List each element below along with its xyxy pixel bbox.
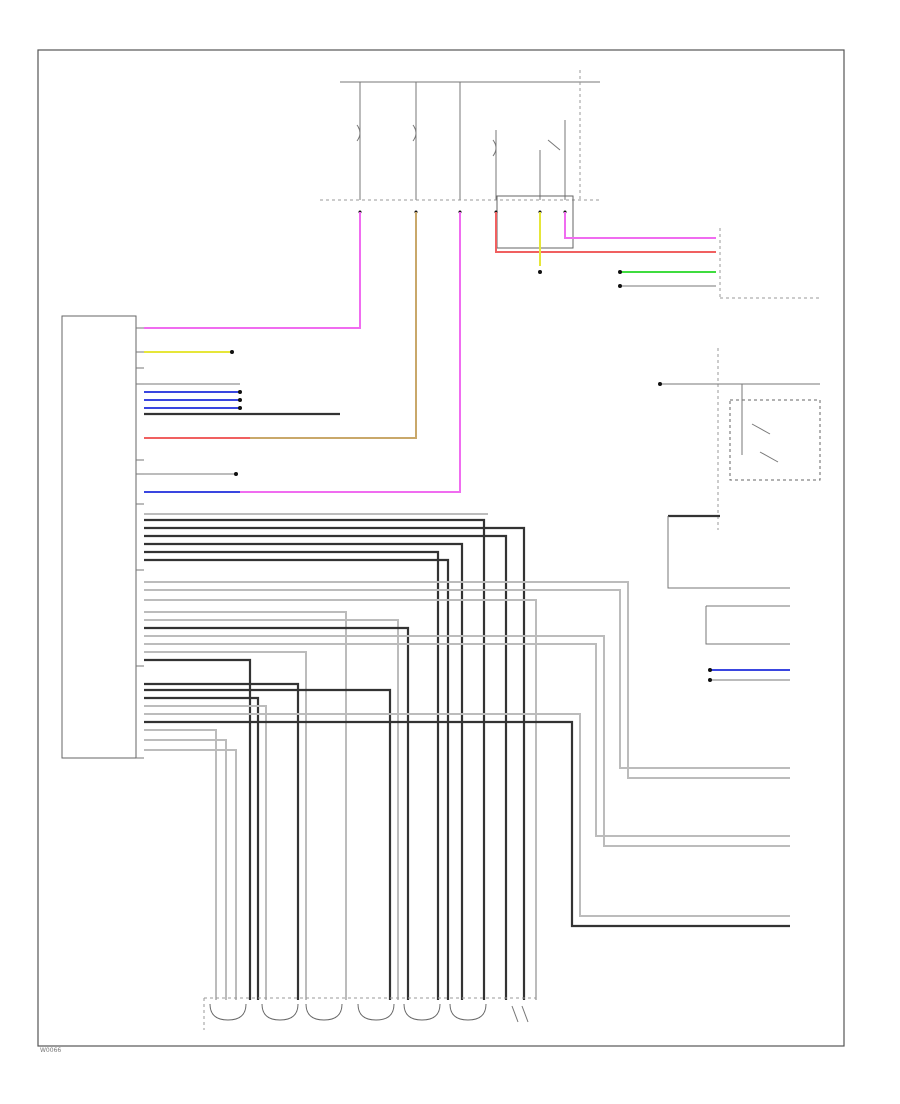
- diagram-frame: [37, 49, 845, 1047]
- footer-code: W0066: [40, 1047, 61, 1054]
- signal-wires: [144, 212, 461, 493]
- sensor-harness: [144, 513, 790, 1000]
- lower-connector-row: [203, 997, 536, 1030]
- control-module-box: [61, 315, 137, 759]
- control-module-pins: [136, 327, 144, 759]
- ecm-wires: [495, 212, 820, 299]
- steering-switches: [658, 348, 821, 682]
